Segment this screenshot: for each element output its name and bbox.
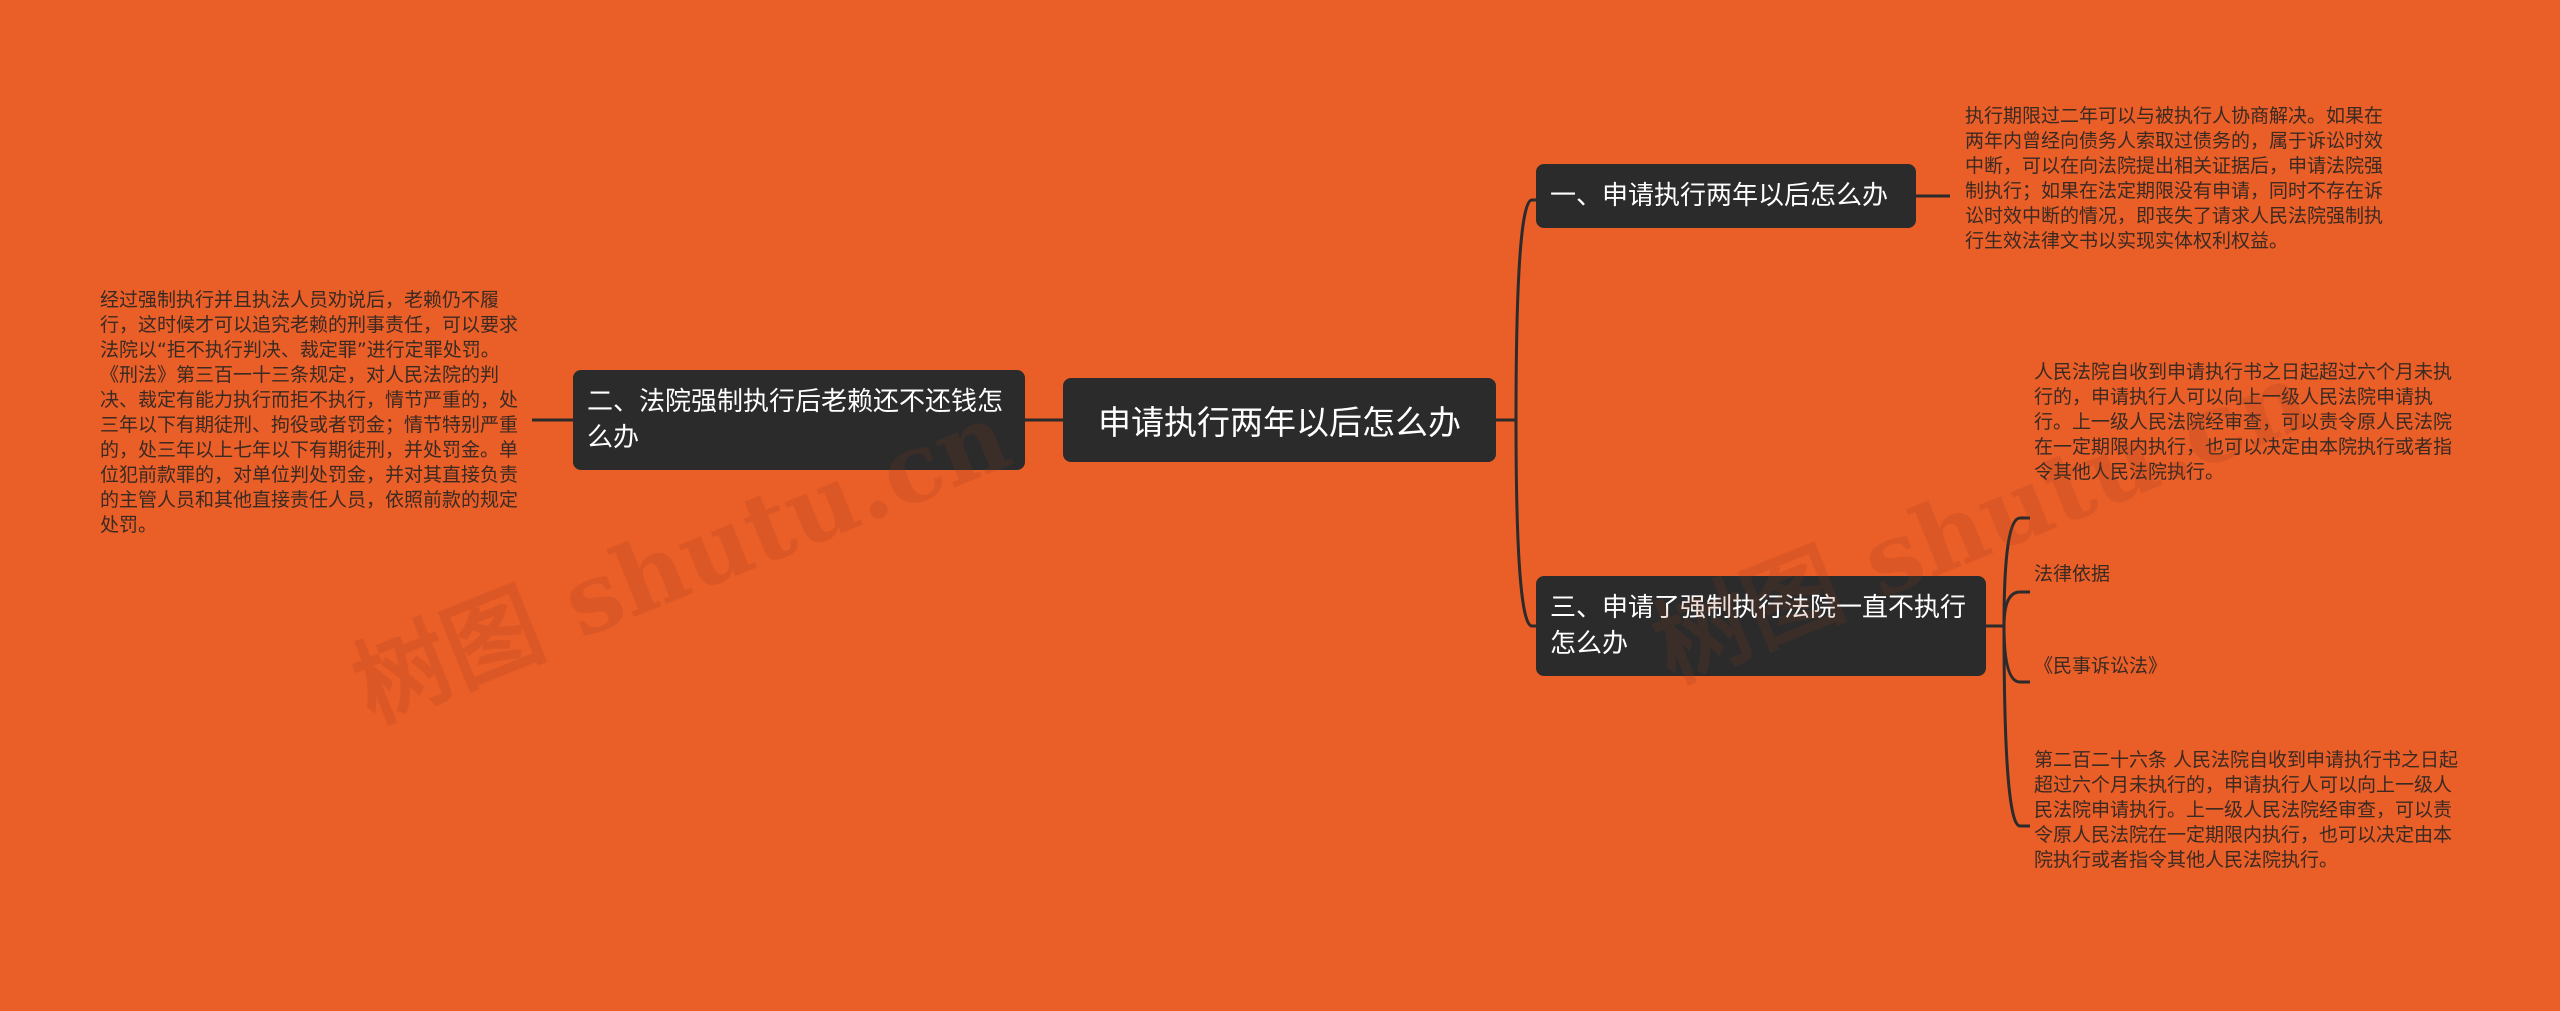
leaf-branch-3-text-4: 第二百二十六条 人民法院自收到申请执行书之日起超过六个月未执行的，申请执行人可以… bbox=[2034, 749, 2459, 871]
leaf-branch-3-text-2: 法律依据 bbox=[2034, 563, 2111, 585]
leaf-branch-2-text: 经过强制执行并且执法人员劝说后，老赖仍不履行，这时候才可以追究老赖的刑事责任，可… bbox=[100, 289, 519, 536]
link-branch-3-leaf-2 bbox=[2002, 590, 2030, 627]
link-branch-3-leaf-3 bbox=[2002, 625, 2030, 684]
leaf-branch-1-text: 执行期限过二年可以与被执行人协商解决。如果在两年内曾经向债务人索取过债务的，属于… bbox=[1965, 105, 2384, 252]
link-root-branch-3 bbox=[1496, 418, 1536, 628]
branch-node-3[interactable]: 三、申请了强制执行法院一直不执行怎么办 bbox=[1536, 576, 1986, 676]
root-node[interactable]: 申请执行两年以后怎么办 bbox=[1063, 378, 1496, 462]
branch-node-1[interactable]: 一、申请执行两年以后怎么办 bbox=[1536, 164, 1916, 228]
branch-node-2[interactable]: 二、法院强制执行后老赖还不还钱怎么办 bbox=[573, 370, 1025, 470]
leaf-branch-3-text-3: 《民事诉讼法》 bbox=[2034, 655, 2168, 677]
leaf-branch-3-text-1: 人民法院自收到申请执行书之日起超过六个月未执行的，申请执行人可以向上一级人民法院… bbox=[2034, 361, 2453, 483]
link-branch-3-leaf-1 bbox=[2002, 516, 2030, 627]
link-branch-3-leaf-4 bbox=[2002, 625, 2030, 828]
link-root-branch-1 bbox=[1496, 198, 1536, 422]
